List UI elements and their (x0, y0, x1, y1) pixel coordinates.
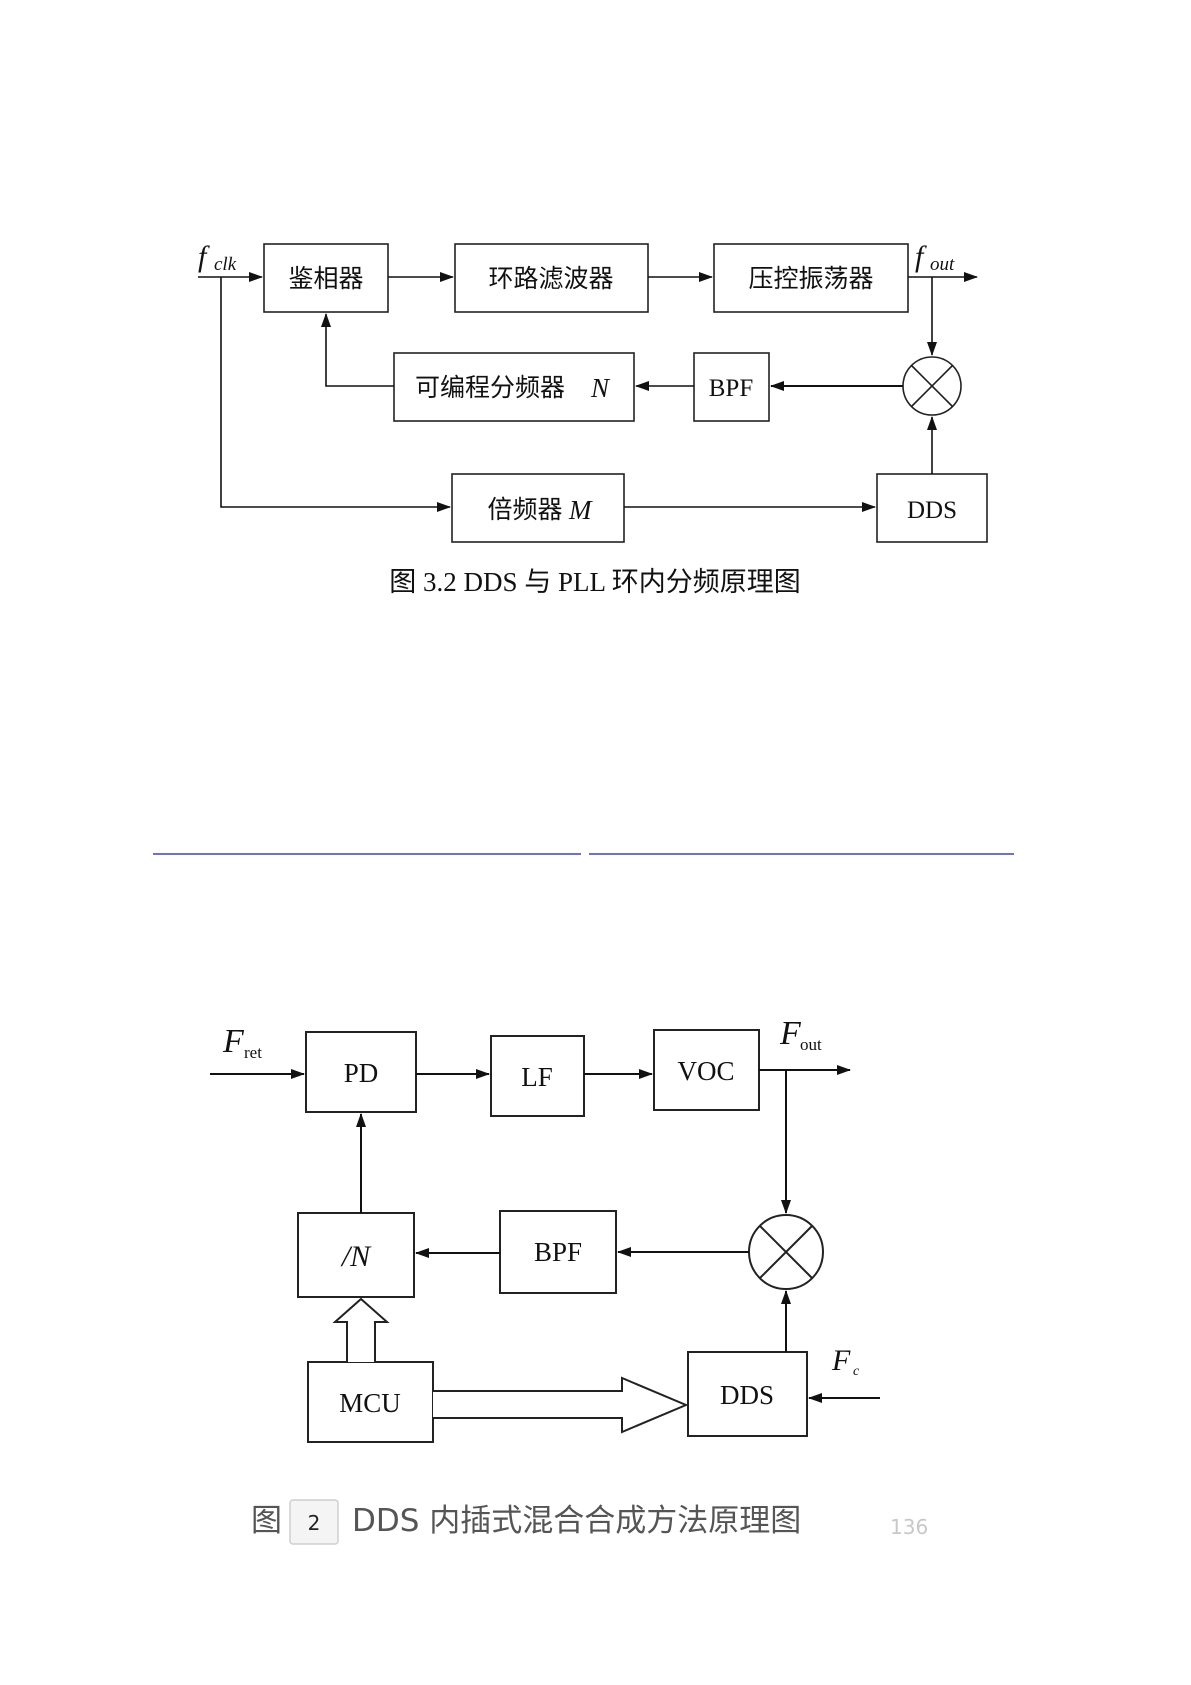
fig2-output-label: F (779, 1015, 802, 1052)
fig1-output-sub: out (930, 254, 955, 275)
fig2-mixer-icon (749, 1215, 823, 1289)
figure-2-diagram: F ret F out F c PD LF VOC /N BPF MCU DDS (210, 1015, 928, 1544)
fig2-voc-label: VOC (677, 1056, 734, 1086)
fig1-bpf-label: BPF (709, 375, 753, 402)
fig1-vco-label: 压控振荡器 (748, 264, 873, 293)
fig2-pd-label: PD (344, 1058, 379, 1088)
fig1-input-sub: clk (214, 254, 237, 275)
fig2-lf-label: LF (521, 1062, 553, 1092)
fig2-watermark: 136 (890, 1515, 928, 1539)
fig1-caption: 图 3.2 DDS 与 PLL 环内分频原理图 (389, 567, 801, 597)
fig1-mixer-icon (903, 357, 961, 415)
fig2-bpf-label: BPF (534, 1237, 582, 1267)
fig1-phase-detector-label: 鉴相器 (288, 264, 363, 293)
fig2-clock-sub: c (853, 1364, 860, 1379)
fig2-input-label: F (222, 1023, 245, 1060)
fig2-mcu-to-divider-bus (335, 1299, 387, 1362)
fig1-multiplier-var: M (568, 495, 593, 525)
fig2-caption-prefix: 图 (251, 1503, 282, 1539)
fig1-divider-var: N (590, 373, 611, 403)
fig2-mcu-to-dds-bus (433, 1378, 686, 1432)
figure-1-diagram: f clk f out 鉴相器 环路滤波器 压控振荡器 可编程分频器 N BPF… (198, 240, 987, 597)
fig1-dds-label: DDS (907, 497, 957, 524)
fig1-input-label: f (198, 240, 210, 273)
fig1-divider-label: 可编程分频器 (415, 373, 565, 402)
fig1-output-label: f (915, 240, 927, 273)
fig2-clock-label: F (831, 1344, 851, 1377)
fig2-divider-label: /N (340, 1240, 372, 1273)
fig2-output-sub: out (800, 1035, 822, 1054)
fig1-multiplier-label: 倍频器 (487, 495, 562, 524)
fig2-input-sub: ret (244, 1043, 262, 1062)
fig2-dds-label: DDS (720, 1380, 774, 1410)
fig2-mcu-label: MCU (339, 1388, 401, 1418)
fig2-caption-number: 2 (308, 1511, 321, 1535)
fig1-loop-filter-label: 环路滤波器 (488, 264, 613, 293)
fig2-caption-text: DDS 内插式混合合成方法原理图 (352, 1503, 801, 1539)
